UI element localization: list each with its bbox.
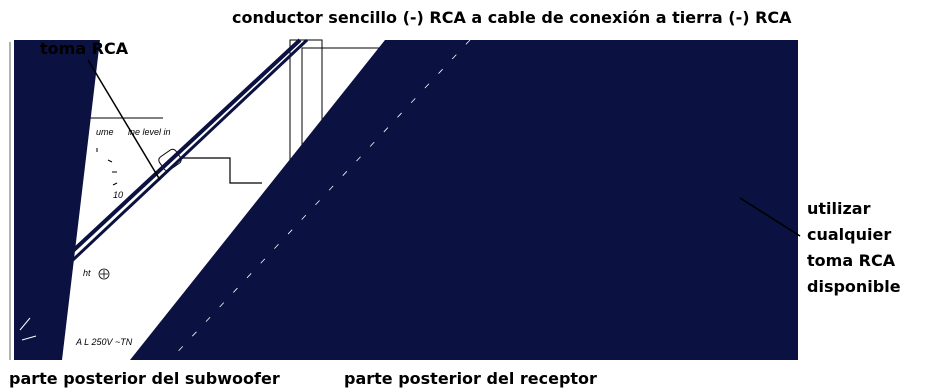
right-label-line: disponible xyxy=(807,277,901,296)
right-label-line: cualquier xyxy=(807,225,892,244)
panel-line-level-text: ine level in xyxy=(128,127,171,137)
dotted-guide-line xyxy=(169,39,471,361)
ground-terminal-icon xyxy=(98,268,110,280)
subwoofer-dark-strip xyxy=(14,40,100,360)
right-label-line: utilizar xyxy=(807,199,871,218)
right-label-line: toma RCA xyxy=(807,251,896,270)
subwoofer-rear-label: parte posterior del subwoofer xyxy=(9,369,280,388)
diagonal-band-outer xyxy=(18,38,302,302)
receiver-dark-overlay xyxy=(130,40,798,360)
white-mark xyxy=(19,317,37,341)
toma-rca-label: toma RCA xyxy=(40,39,129,58)
toma-rca-pointer xyxy=(87,59,161,181)
panel-volume-text: ume xyxy=(96,127,114,137)
panel-bottom-text: ht xyxy=(83,268,91,278)
rca-ground-wire xyxy=(178,157,262,184)
receiver-rear-label: parte posterior del receptor xyxy=(344,369,597,388)
use-any-rca-label: utilizar cualquier toma RCA disponible xyxy=(807,196,901,300)
voltage-text: A L 250V ~TN xyxy=(76,337,133,347)
dial-max-label: 10 xyxy=(113,190,124,200)
diagram-title: conductor sencillo (-) RCA a cable de co… xyxy=(232,8,792,27)
diagonal-band-inner xyxy=(23,38,309,307)
right-label-pointer xyxy=(739,197,801,237)
